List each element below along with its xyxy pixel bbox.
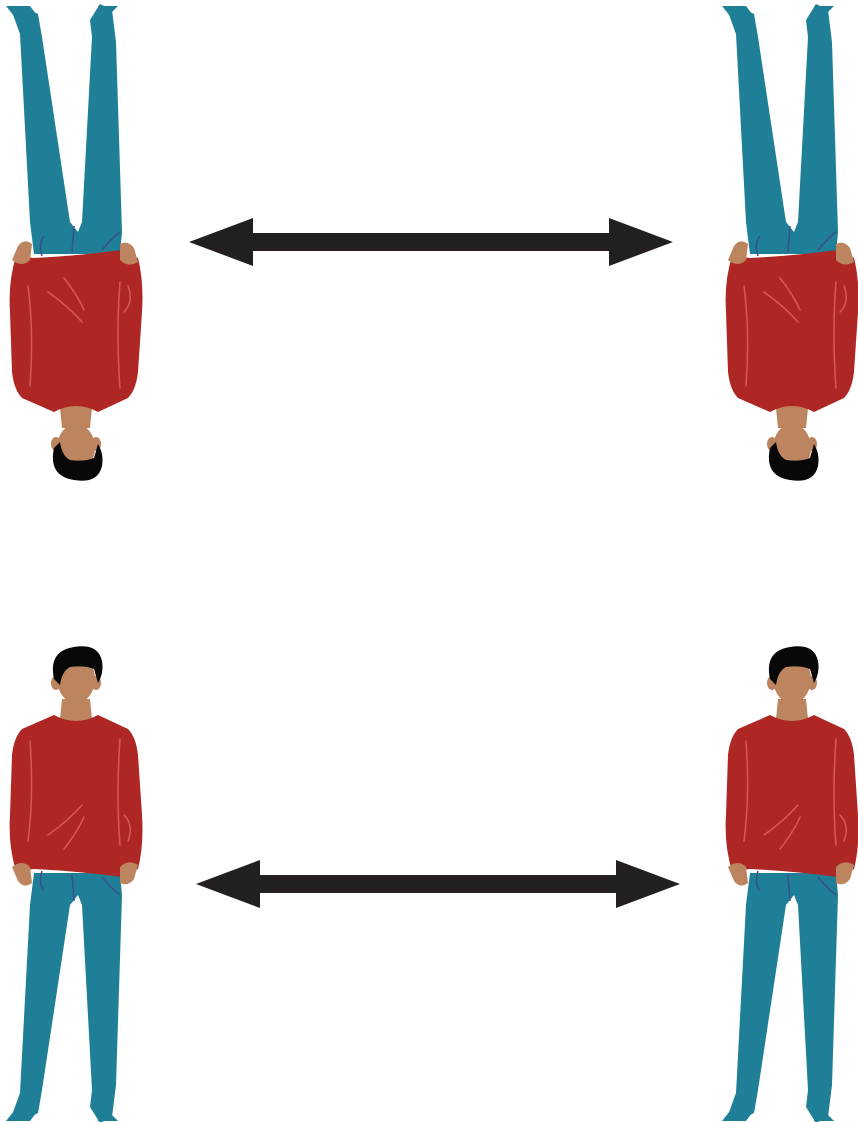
figure-bottom-right-upright: [722, 646, 858, 1122]
figure-top-left-upside-down: [6, 4, 143, 481]
arrow-top-double-headed: [189, 218, 673, 266]
figure-bottom-left-upright: [6, 646, 143, 1122]
figure-top-right-upside-down: [722, 4, 858, 481]
arrow-bottom-double-headed: [196, 860, 680, 908]
